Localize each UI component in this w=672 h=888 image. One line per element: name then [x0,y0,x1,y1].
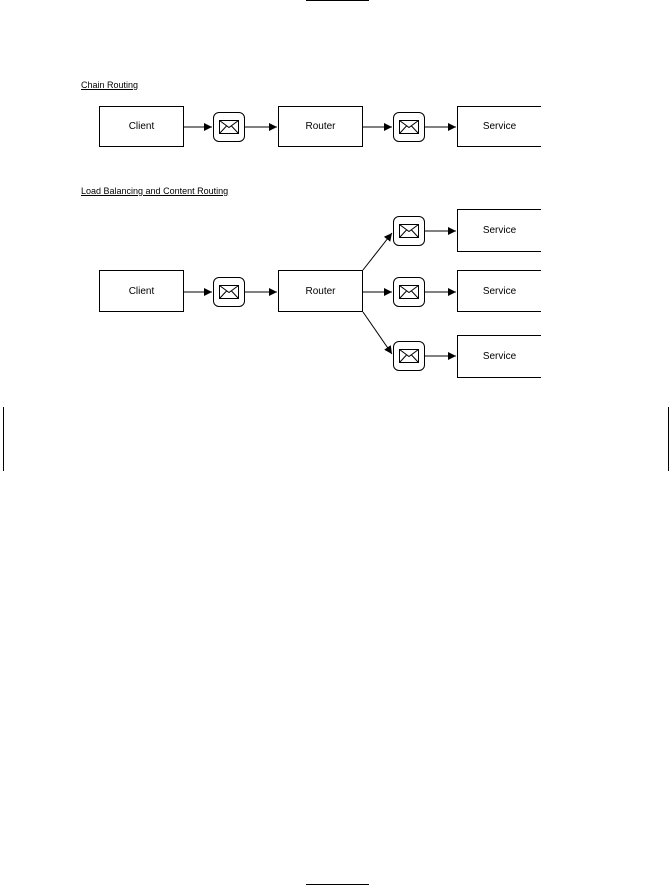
envelope-icon [219,285,239,299]
lb-arrow-router-to-message-top [362,232,393,271]
lb-service-box-middle: Service [457,270,541,312]
chain-client-label: Client [128,121,155,132]
lb-message-top [393,216,425,246]
lb-service-box-bottom: Service [457,335,541,378]
lb-service-box-top: Service [457,209,541,252]
load-balancing-title: Load Balancing and Content Routing [81,186,229,196]
lb-service-label-bottom: Service [482,351,517,362]
envelope-icon [399,224,419,238]
chain-message-1 [213,112,245,142]
lb-service-label-middle: Service [482,285,517,297]
lb-message-client [213,277,245,307]
lb-service-label-top: Service [482,225,517,236]
trim-mark-left [3,407,4,471]
chain-router-box: Router [278,106,363,147]
envelope-icon [399,120,419,134]
envelope-icon [399,349,419,363]
lb-arrow-router-to-message-bottom [362,311,393,355]
lb-client-box: Client [99,270,184,312]
lb-router-label: Router [305,285,336,297]
chain-client-box: Client [99,106,184,147]
lb-router-box: Router [278,270,363,312]
chain-service-box: Service [457,106,541,147]
envelope-icon [399,285,419,299]
lb-message-bottom [393,341,425,371]
chain-router-label: Router [305,121,336,132]
trim-mark-bottom [306,884,369,885]
trim-mark-right [668,407,669,471]
chain-message-2 [393,112,425,142]
chain-service-label: Service [482,121,517,132]
envelope-icon [219,120,239,134]
trim-mark-top [306,0,369,1]
chain-routing-title: Chain Routing [81,80,139,90]
lb-client-label: Client [128,285,155,297]
lb-message-middle [393,277,425,307]
